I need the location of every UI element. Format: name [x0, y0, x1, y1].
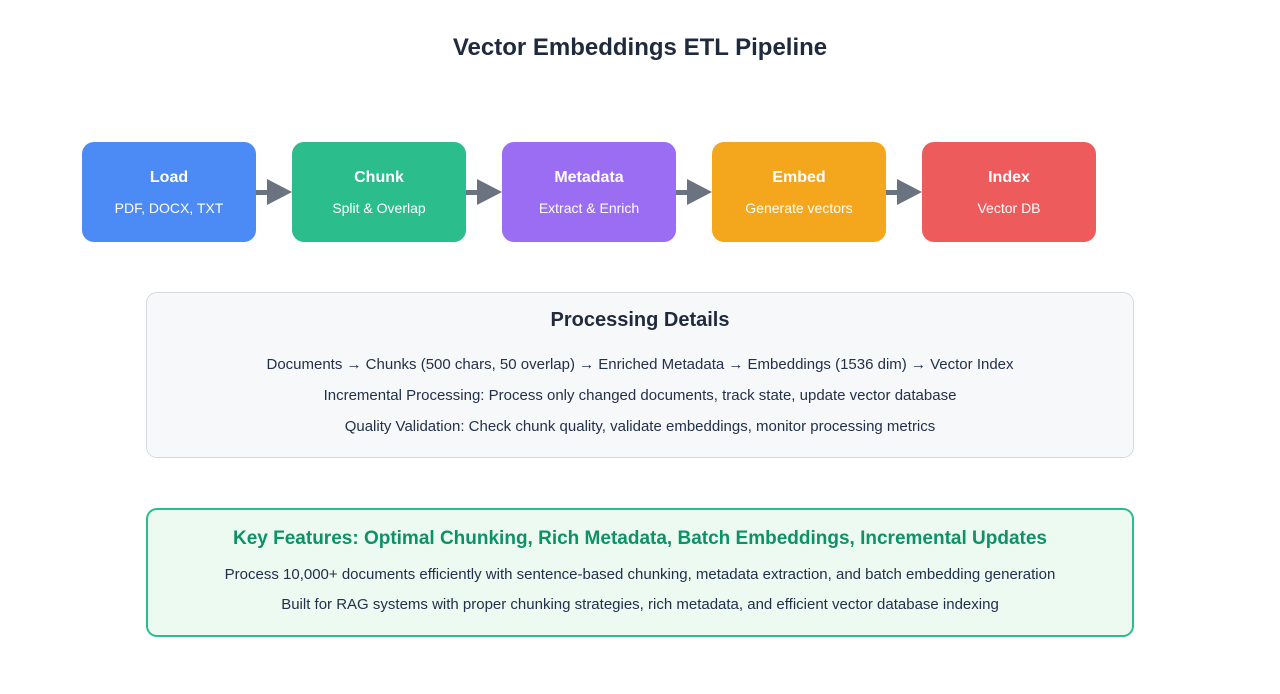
key-features-panel: Key Features: Optimal Chunking, Rich Met… — [146, 508, 1134, 637]
stage-index: Index Vector DB — [922, 142, 1096, 242]
stage-embed-title: Embed — [772, 168, 826, 186]
stage-metadata: Metadata Extract & Enrich — [502, 142, 676, 242]
stage-metadata-title: Metadata — [554, 168, 624, 186]
arrow-head — [477, 179, 502, 205]
details-line-incremental: Incremental Processing: Process only cha… — [323, 387, 957, 404]
processing-details-panel: Processing Details Documents → Chunks (5… — [146, 292, 1134, 458]
arrow-line — [466, 189, 477, 195]
arrow-right-icon — [676, 179, 712, 205]
arrow-head — [897, 179, 922, 205]
arrow-head — [687, 179, 712, 205]
stage-load-title: Load — [149, 168, 189, 186]
stage-load-subtitle: PDF, DOCX, TXT — [114, 199, 224, 216]
processing-details-title: Processing Details — [550, 309, 730, 331]
key-features-title: Key Features: Optimal Chunking, Rich Met… — [233, 528, 1047, 549]
arrow-line — [256, 189, 267, 195]
arrow-head — [267, 179, 292, 205]
arrow-line — [676, 189, 687, 195]
processing-details-lines: Documents → Chunks (500 chars, 50 overla… — [167, 349, 1113, 442]
stage-chunk-title: Chunk — [354, 168, 404, 186]
arrow-right-icon — [256, 179, 292, 205]
features-line-rag: Built for RAG systems with proper chunki… — [281, 596, 999, 613]
stage-index-title: Index — [988, 168, 1030, 186]
stage-chunk-subtitle: Split & Overlap — [332, 199, 426, 216]
details-line-quality: Quality Validation: Check chunk quality,… — [344, 418, 936, 435]
arrow-right-icon — [886, 179, 922, 205]
stage-index-subtitle: Vector DB — [977, 199, 1041, 216]
pipeline-row: Load PDF, DOCX, TXT Chunk Split & Overla… — [0, 142, 1280, 242]
stage-chunk: Chunk Split & Overlap — [292, 142, 466, 242]
arrow-right-icon — [466, 179, 502, 205]
details-line-flow: Documents → Chunks (500 chars, 50 overla… — [266, 356, 1014, 373]
stage-metadata-subtitle: Extract & Enrich — [538, 199, 640, 216]
key-features-lines: Process 10,000+ documents efficiently wi… — [168, 560, 1112, 620]
arrow-line — [886, 189, 897, 195]
stage-embed: Embed Generate vectors — [712, 142, 886, 242]
features-line-process: Process 10,000+ documents efficiently wi… — [224, 566, 1056, 583]
stage-embed-subtitle: Generate vectors — [745, 199, 853, 216]
page-title: Vector Embeddings ETL Pipeline — [452, 34, 828, 61]
stage-load: Load PDF, DOCX, TXT — [82, 142, 256, 242]
